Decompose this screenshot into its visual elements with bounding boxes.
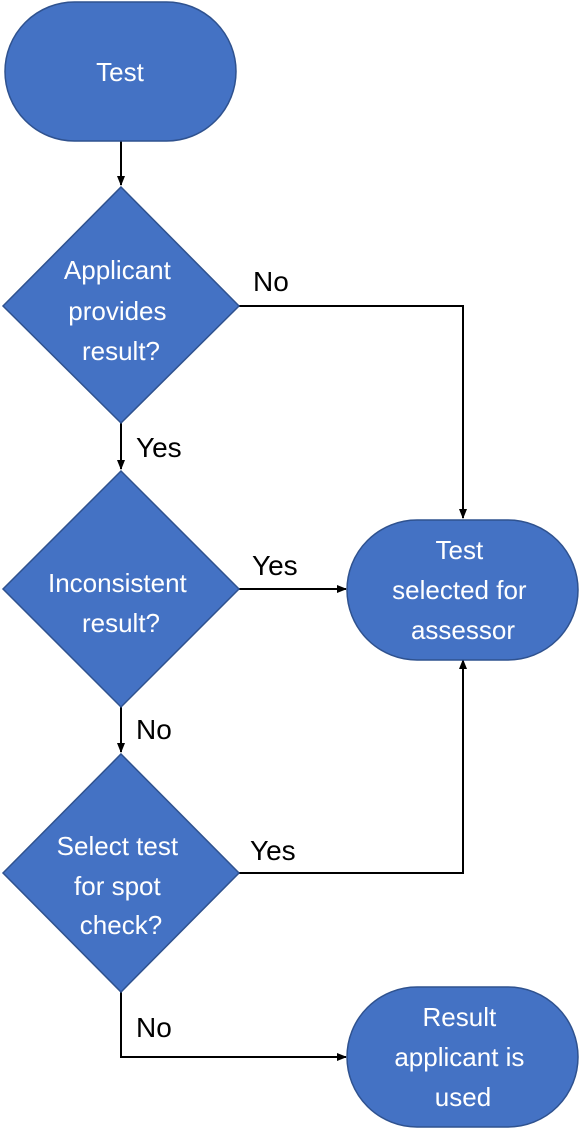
- edge-label-spot-check-yes: Yes: [250, 835, 296, 866]
- terminator-shape: [4, 1, 237, 142]
- assessor-node: Test selected for assessor: [346, 519, 579, 661]
- decision-inconsistent-result: Inconsistent result?: [1, 469, 241, 709]
- decision-applicant-provides-result-label: Applicant provides result?: [64, 255, 178, 366]
- edge-spot-check-yes-to-assessor: [239, 659, 467, 874]
- decision-inconsistent-result-label: Inconsistent result?: [48, 568, 194, 638]
- terminator-shape: [346, 519, 579, 661]
- edge-label-provides-yes: Yes: [136, 432, 182, 463]
- edge-labels: No Yes Yes No Yes No: [136, 266, 298, 1043]
- edge-label-inconsistent-no: No: [136, 714, 172, 745]
- decision-shape: [1, 469, 241, 709]
- decision-applicant-provides-result: Applicant provides result?: [1, 185, 241, 425]
- connectors: [117, 141, 467, 1061]
- result-used-node-label: Result applicant is used: [394, 1002, 531, 1112]
- decision-select-spot-check-label: Select test for spot check?: [57, 831, 186, 940]
- decision-shape: [1, 185, 241, 425]
- edge-spot-check-no-to-result: [120, 992, 347, 1061]
- edge-label-spot-check-no: No: [136, 1012, 172, 1043]
- decision-select-spot-check: Select test for spot check?: [1, 752, 241, 994]
- terminator-shape: [346, 986, 579, 1128]
- start-node-label: Test: [96, 57, 144, 87]
- edge-provides-no-to-assessor: [239, 305, 467, 519]
- edge-label-inconsistent-yes: Yes: [252, 550, 298, 581]
- result-used-node: Result applicant is used: [346, 986, 579, 1128]
- edge-label-provides-no: No: [253, 266, 289, 297]
- decision-shape: [1, 752, 241, 994]
- assessor-node-label: Test selected for assessor: [392, 535, 534, 645]
- start-node: Test: [4, 1, 237, 142]
